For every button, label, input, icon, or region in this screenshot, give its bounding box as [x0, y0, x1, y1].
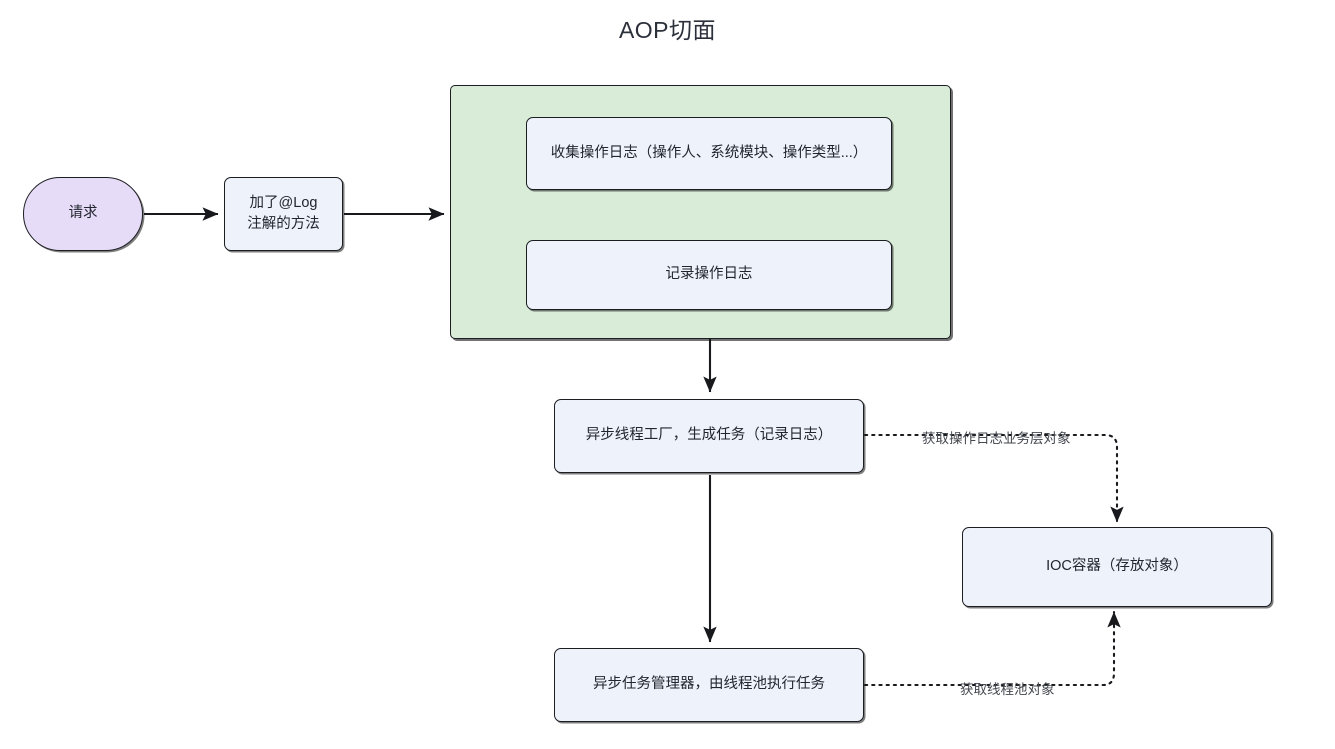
node-log-method-label: 加了@Log 注解的方法 [247, 194, 320, 232]
edge-task-manager-to-ioc [863, 610, 1121, 687]
node-request[interactable]: 请求 [23, 177, 143, 251]
node-record-log[interactable]: 记录操作日志 [526, 240, 892, 310]
edge-label-text: 获取操作日志业务层对象 [922, 431, 1071, 446]
node-collect-log[interactable]: 收集操作日志（操作人、系统模块、操作类型...） [526, 117, 892, 190]
node-request-label: 请求 [68, 205, 98, 222]
node-ioc-container-label: IOC容器（存放对象） [1046, 558, 1188, 575]
node-task-manager[interactable]: 异步任务管理器，由线程池执行任务 [554, 648, 864, 722]
edge-label-text: 获取线程池对象 [960, 682, 1055, 697]
node-thread-factory[interactable]: 异步线程工厂，生成任务（记录日志） [554, 399, 864, 473]
node-ioc-container[interactable]: IOC容器（存放对象） [962, 527, 1272, 607]
node-log-method[interactable]: 加了@Log 注解的方法 [224, 177, 343, 251]
edge-label-get-log-service-object: 获取操作日志业务层对象 [922, 427, 1071, 447]
node-task-manager-label: 异步任务管理器，由线程池执行任务 [593, 676, 825, 693]
node-thread-factory-label: 异步线程工厂，生成任务（记录日志） [585, 427, 833, 444]
edge-label-get-thread-pool-object: 获取线程池对象 [960, 678, 1055, 698]
node-record-log-label: 记录操作日志 [665, 266, 753, 283]
edge-thread-factory-to-ioc [863, 433, 1124, 524]
node-collect-log-label: 收集操作日志（操作人、系统模块、操作类型...） [550, 144, 868, 161]
page-title: AOP切面 [618, 17, 717, 43]
